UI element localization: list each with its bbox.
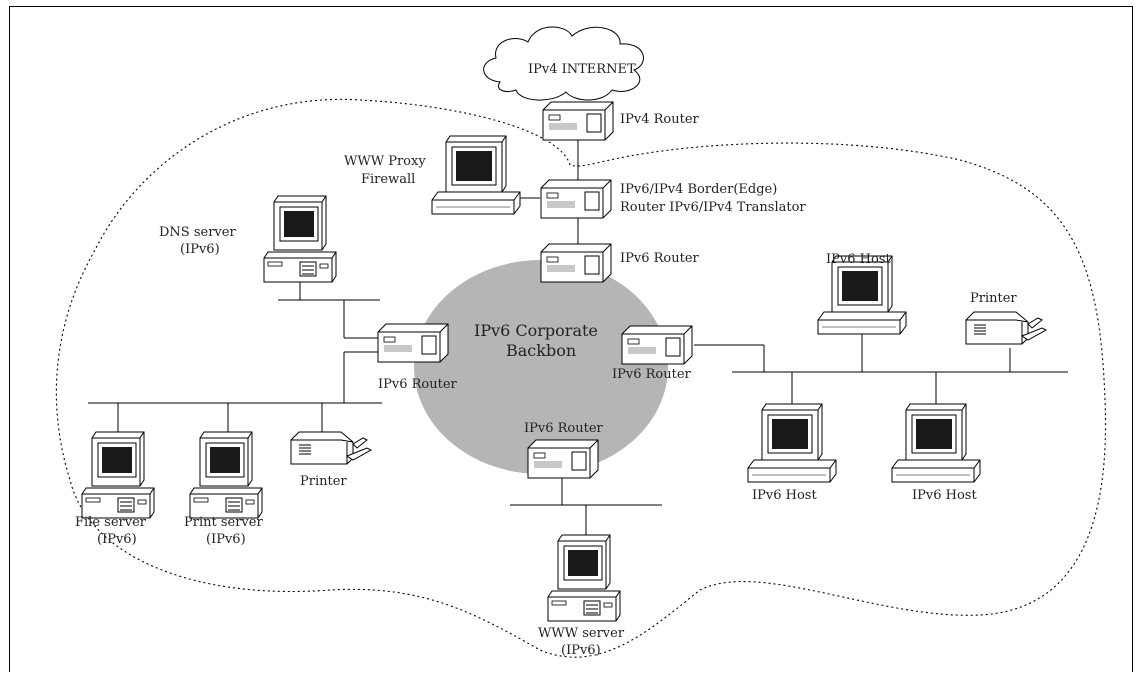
www-server-label-line2: (IPv6) [561,643,601,658]
file-server-icon [81,431,155,519]
print-server-label-line2: (IPv6) [206,532,246,547]
diagram-frame [9,6,1133,672]
ipv6-host-right-label: IPv6 Host [912,488,977,503]
ipv6-router-top-icon [540,243,612,283]
ipv6-host-left-label: IPv6 Host [752,488,817,503]
corporate-backbone [414,260,668,474]
dns-server-label-line1: DNS server [159,225,236,240]
ipv6-router-bottom-label: IPv6 Router [524,421,604,436]
border-router-icon [540,179,612,219]
enterprise-boundary [55,98,1107,658]
ipv6-router-left-icon [377,323,449,363]
backbone-label-line2: Backbon [506,341,576,360]
print-server-label-line1: Print server [184,515,263,530]
file-server-label-line1: File server [75,515,147,530]
network-links [88,140,1068,535]
ipv6-router-right-icon [621,325,693,365]
border-router-label-line2: Router IPv6/IPv4 Translator [620,200,806,215]
ipv6-host-left-icon [747,403,837,483]
www-server-icon [547,534,621,622]
ipv4-router-icon [542,101,614,141]
dns-server-label-line2: (IPv6) [180,242,220,257]
ipv6-host-right-icon [891,403,981,483]
proxy-firewall-icon [431,135,521,215]
file-server-label-line2: (IPv6) [97,532,137,547]
cloud-icon [483,26,644,101]
printer-left-label: Printer [300,474,347,489]
ipv6-router-right-label: IPv6 Router [612,367,692,382]
ipv6-host-top-label: IPv6 Host [826,252,891,267]
ipv6-router-left-label: IPv6 Router [378,377,458,392]
ipv6-router-bottom-icon [527,439,599,479]
printer-right-label: Printer [970,291,1017,306]
printer-right-icon [965,311,1047,345]
ipv6-host-top-icon [817,255,907,335]
ipv4-router-label: IPv4 Router [620,112,700,127]
dns-server-icon [263,195,337,283]
ipv6-router-top-label: IPv6 Router [620,251,700,266]
proxy-label-line1: WWW Proxy [344,154,426,169]
printer-left-icon [290,431,372,465]
print-server-icon [189,431,263,519]
proxy-label-line2: Firewall [361,172,415,187]
www-server-label-line1: WWW server [538,626,625,641]
border-router-label-line1: IPv6/IPv4 Border(Edge) [620,182,777,197]
backbone-label-line1: IPv6 Corporate [474,321,598,340]
internet-label: IPv4 INTERNET [528,62,636,77]
